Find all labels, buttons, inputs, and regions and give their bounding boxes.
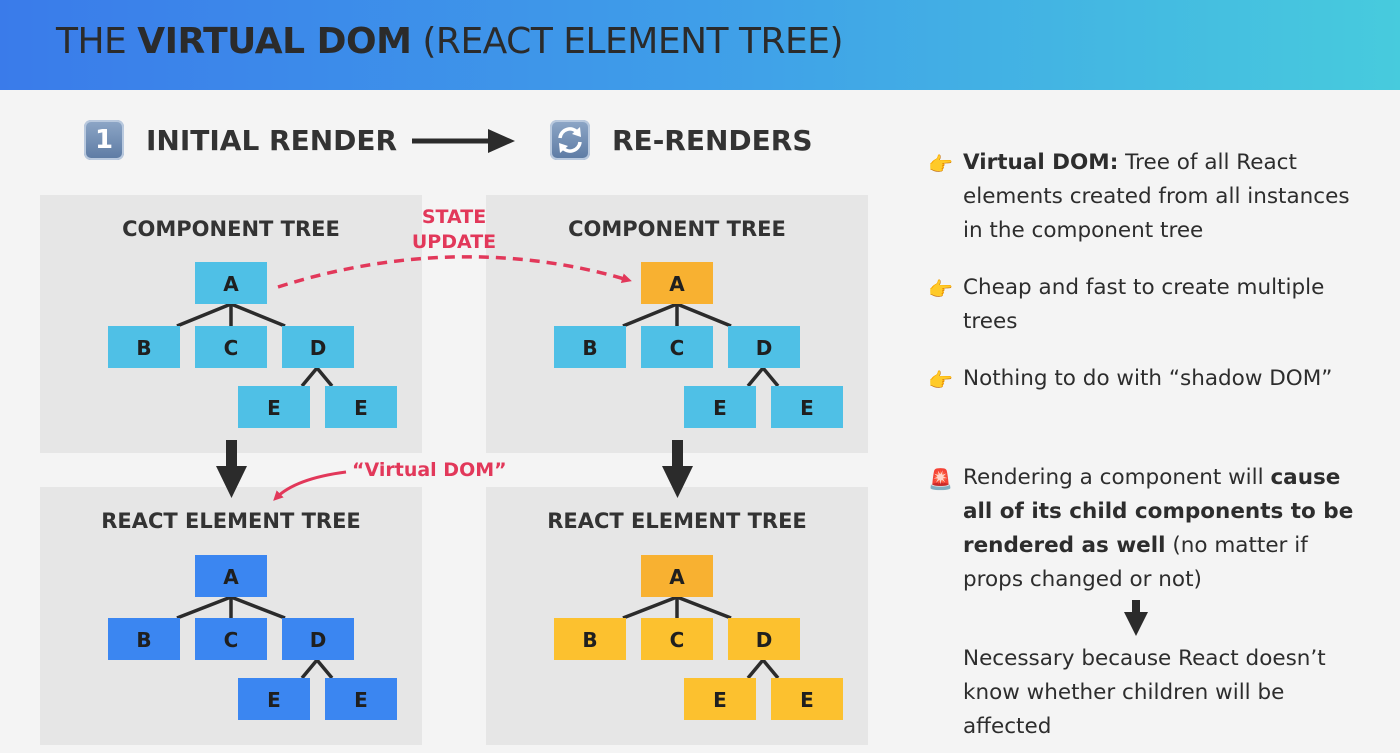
component-node-b: B [554,326,626,368]
element-node-c-rerendered: C [641,618,713,660]
pointing-hand-icon: 👉 [928,277,953,301]
panel-title: REACT ELEMENT TREE [547,509,807,533]
element-node-c: C [195,618,267,660]
element-node-a-rerendered: A [641,555,713,597]
element-node-d-rerendered: D [728,618,800,660]
header-banner: THE VIRTUAL DOM (REACT ELEMENT TREE) [0,0,1400,90]
virtual-dom-note: “Virtual DOM” [352,459,507,481]
component-node-b: B [108,326,180,368]
element-node-b-rerendered: B [554,618,626,660]
element-node-d: D [282,618,354,660]
component-node-d: D [728,326,800,368]
bullet-rendering-children: Rendering a component will cause all of … [963,465,1354,592]
component-node-e: E [684,386,756,428]
down-arrow-icon [216,440,247,498]
component-node-c: C [195,326,267,368]
down-arrow-icon [1124,600,1148,636]
element-node-e: E [238,678,310,720]
page-title: THE VIRTUAL DOM (REACT ELEMENT TREE) [56,21,844,62]
conclusion-text: Necessary because React doesn’t know whe… [963,646,1326,739]
component-node-a-updated: A [641,262,713,304]
panel-title: COMPONENT TREE [568,217,786,241]
component-node-a: A [195,262,267,304]
element-node-e-rerendered: E [684,678,756,720]
element-node-e: E [325,678,397,720]
refresh-icon [550,120,590,160]
bullet-cheap-fast: Cheap and fast to create multiple trees [963,275,1325,334]
flow-arrow-icon [412,129,515,153]
panel-title: COMPONENT TREE [122,217,340,241]
keycap-one-icon: 1 [84,120,124,160]
pointing-hand-icon: 👉 [928,368,953,392]
panel-title: REACT ELEMENT TREE [101,509,361,533]
pointing-hand-icon: 👉 [928,152,953,176]
bullet-virtual-dom: Virtual DOM: Tree of all React elements … [963,150,1350,243]
component-node-e: E [238,386,310,428]
bullet-shadow-dom: Nothing to do with “shadow DOM” [963,366,1333,391]
element-node-b: B [108,618,180,660]
component-node-e: E [771,386,843,428]
element-node-e-rerendered: E [771,678,843,720]
initial-render-label: INITIAL RENDER [146,124,398,157]
rerenders-label: RE-RENDERS [612,124,813,157]
state-update-note: STATE UPDATE [411,206,497,253]
component-node-d: D [282,326,354,368]
down-arrow-icon [662,440,693,498]
element-node-a: A [195,555,267,597]
component-node-c: C [641,326,713,368]
siren-icon: 🚨 [928,467,953,491]
component-node-e: E [325,386,397,428]
